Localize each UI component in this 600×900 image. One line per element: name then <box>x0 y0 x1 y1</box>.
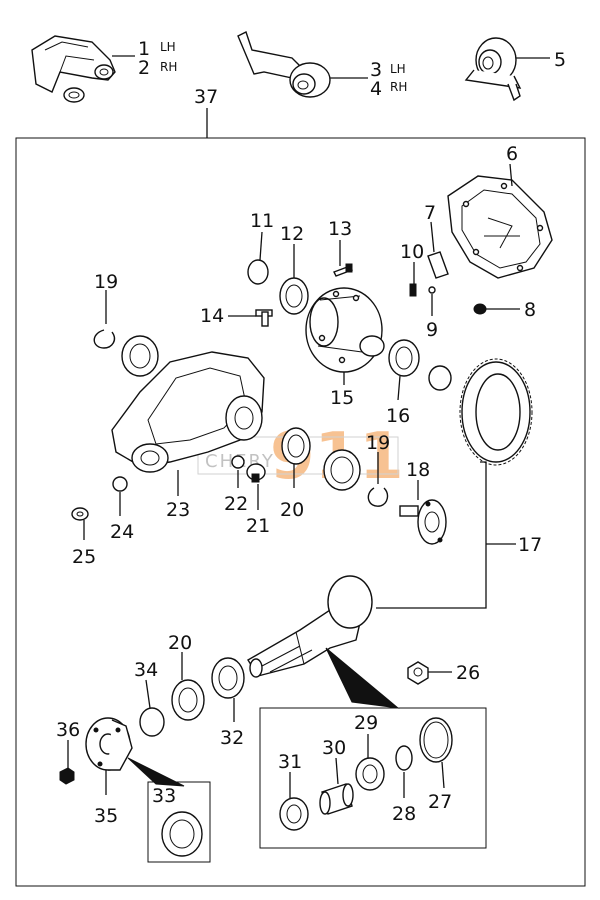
shim-27 <box>419 717 453 763</box>
companion-flange-35 <box>85 717 133 771</box>
callout-10: 10 <box>400 241 424 263</box>
plug-8 <box>473 303 487 315</box>
callout-28: 28 <box>392 803 416 825</box>
rear-cover-6 <box>447 175 553 279</box>
plug-21 <box>246 463 266 483</box>
callout-29: 29 <box>354 712 378 734</box>
bearing-20-upper <box>281 427 311 465</box>
bearing-12 <box>279 277 309 315</box>
pointer-to-pinion-parts <box>325 647 400 709</box>
nut-26 <box>407 661 429 685</box>
callout-24: 24 <box>110 521 134 543</box>
callout-33: 33 <box>152 785 176 807</box>
callout-27: 27 <box>428 791 452 813</box>
callout-31: 31 <box>278 751 302 773</box>
callout-18: 18 <box>406 459 430 481</box>
assembly-frame <box>15 137 586 887</box>
bracket-1-2 <box>31 35 116 103</box>
pointer-to-33 <box>127 757 185 787</box>
callout-1: 1 <box>138 38 150 60</box>
bolt-14 <box>255 309 273 327</box>
callout-5: 5 <box>554 49 566 71</box>
washer-22 <box>231 455 245 469</box>
drive-pinion-17 <box>247 575 373 678</box>
bearing-29 <box>355 757 385 791</box>
o-ring-34 <box>139 707 165 737</box>
callout-30: 30 <box>322 737 346 759</box>
bearing-31 <box>279 797 309 831</box>
callout-13: 13 <box>328 218 352 240</box>
callout-34: 34 <box>134 659 158 681</box>
differential-case-15 <box>305 287 385 373</box>
o-ring-28 <box>395 745 413 771</box>
bearing-32 <box>211 657 245 699</box>
leader-17 <box>376 461 487 609</box>
oil-seal-33 <box>161 811 203 857</box>
callout-16: 16 <box>386 405 410 427</box>
callout-2-side: RH <box>160 60 177 74</box>
carrier-housing-23 <box>111 335 265 473</box>
callout-35: 35 <box>94 805 118 827</box>
callout-19-right: 19 <box>366 432 390 454</box>
snap-ring-11 <box>247 259 269 285</box>
callout-19-left: 19 <box>94 271 118 293</box>
bolt-10 <box>409 283 417 297</box>
callout-37: 37 <box>194 86 218 108</box>
bolt-13 <box>333 263 353 277</box>
callout-6: 6 <box>506 143 518 165</box>
callout-32: 32 <box>220 727 244 749</box>
snap-ring-19-right <box>367 487 389 507</box>
plug-bolt-25 <box>71 507 89 521</box>
callout-8: 8 <box>524 299 536 321</box>
o-ring-24 <box>112 476 128 492</box>
callout-20-lower: 20 <box>168 632 192 654</box>
callout-1-side: LH <box>160 40 176 54</box>
callout-7: 7 <box>424 202 436 224</box>
subassembly-box-pinion <box>259 707 487 849</box>
callout-22: 22 <box>224 493 248 515</box>
subassembly-box-33 <box>147 781 211 863</box>
seal-20 <box>323 449 361 491</box>
callout-3-side: LH <box>390 62 406 76</box>
callout-23: 23 <box>166 499 190 521</box>
callout-21: 21 <box>246 515 270 537</box>
pin-9 <box>428 286 436 294</box>
flange-18 <box>399 499 447 545</box>
support-bearing-5 <box>464 37 522 102</box>
callout-15: 15 <box>330 387 354 409</box>
callout-4-side: RH <box>390 80 407 94</box>
callout-9: 9 <box>426 319 438 341</box>
bracket-3-4 <box>237 31 331 98</box>
callout-26: 26 <box>456 662 480 684</box>
callout-25: 25 <box>72 546 96 568</box>
callout-11: 11 <box>250 210 274 232</box>
callout-3: 3 <box>370 59 382 81</box>
bearing-20-lower <box>171 679 205 721</box>
ring-gear-17 <box>459 358 533 466</box>
callout-2: 2 <box>138 57 150 79</box>
snap-ring-19-left <box>93 329 116 349</box>
shim-ring-16 <box>428 365 452 391</box>
nut-36 <box>59 767 75 785</box>
callout-12: 12 <box>280 223 304 245</box>
callout-20-upper: 20 <box>280 499 304 521</box>
callout-17: 17 <box>518 534 542 556</box>
callout-36: 36 <box>56 719 80 741</box>
spacer-30 <box>319 783 354 815</box>
callout-14: 14 <box>200 305 224 327</box>
bearing-16 <box>388 339 420 377</box>
callout-4: 4 <box>370 78 382 100</box>
plate-7 <box>427 251 449 279</box>
